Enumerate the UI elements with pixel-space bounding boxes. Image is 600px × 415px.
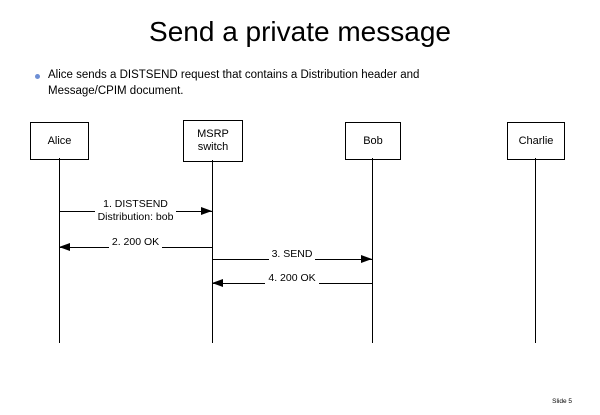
actor-box-alice: Alice xyxy=(30,122,89,160)
arrowhead-left-icon xyxy=(212,279,223,287)
arrowhead-left-icon xyxy=(59,243,70,251)
bullet-icon xyxy=(35,74,40,79)
actor-box-charlie: Charlie xyxy=(507,122,565,160)
actor-label-bob: Bob xyxy=(363,134,383,147)
actor-label-switch: switch xyxy=(197,141,229,153)
slide-number: Slide 5 xyxy=(552,398,572,405)
slide-title: Send a private message xyxy=(149,16,451,47)
lifeline-msrp-switch xyxy=(212,160,213,343)
bullet-item: Alice sends a DISTSEND request that cont… xyxy=(35,68,565,99)
actor-label-alice: Alice xyxy=(47,134,72,147)
message-3-label: 3. SEND xyxy=(212,248,372,261)
message-2-label: 2. 200 OK xyxy=(59,236,212,249)
actor-label-msrp: MSRP xyxy=(197,128,229,140)
message-1-label-line2: Distribution: bob xyxy=(94,211,177,223)
arrowhead-right-icon xyxy=(201,207,212,215)
message-4-label: 4. 200 OK xyxy=(212,272,372,285)
lifeline-bob xyxy=(372,158,373,343)
bullet-text-line2: Message/CPIM document. xyxy=(48,84,184,97)
actor-box-msrp-switch: MSRP switch xyxy=(183,120,243,162)
bullet-text: Alice sends a DISTSEND request that cont… xyxy=(48,68,419,99)
actor-label-charlie: Charlie xyxy=(518,134,554,147)
bullet-text-line1: Alice sends a DISTSEND request that cont… xyxy=(48,69,420,81)
lifeline-charlie xyxy=(535,158,536,343)
message-1-label-line1: 1. DISTSEND xyxy=(100,198,171,210)
actor-box-bob: Bob xyxy=(345,122,401,160)
arrowhead-right-icon xyxy=(361,255,372,263)
message-1-label: 1. DISTSEND Distribution: bob xyxy=(59,198,212,224)
